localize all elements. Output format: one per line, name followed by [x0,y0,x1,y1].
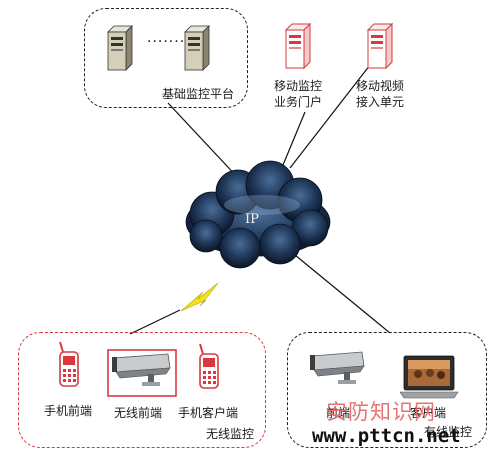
wired-client-label: 客户端 [410,406,447,420]
link-mobile-service [282,111,306,166]
wireless-front-label: 无线前端 [114,406,163,420]
platform-group-box [84,8,248,108]
phone-client-label: 手机客户端 [178,406,239,420]
wired-group-box [287,332,487,448]
link-wireless-group [129,309,181,335]
link-wired-group [294,254,391,334]
platform-dots: ······· [147,34,186,50]
server-icon [284,22,312,70]
mobile-service-label-line1: 移动监控 [274,79,323,93]
mobile-phone-icon [199,343,219,389]
laptop-icon [399,355,459,399]
mobile-video-label-line2: 接入单元 [356,95,405,109]
cctv-camera-icon [310,351,365,384]
watermark-url: www.pttcn.net [312,425,461,447]
link-mobile-video [289,64,371,169]
wireless-group-box [18,332,266,448]
cctv-camera-icon [112,353,171,386]
platform-label: 基础监控平台 [162,87,235,101]
link-platform [167,102,241,181]
wireless-group-title: 无线监控 [206,427,255,441]
mobile-service-label-line2: 业务门户 [274,95,323,109]
server-icon [184,25,210,71]
phone-front-label: 手机前端 [44,404,93,418]
mobile-video-label-line1: 移动视频 [356,79,405,93]
wireless-front-frame [107,349,177,397]
server-icon [366,22,394,70]
server-icon [107,25,133,71]
watermark-brand: 安防知识网 [326,400,436,424]
wireless-bolt-icon [180,282,219,312]
wired-front-label: 前端 [326,406,351,420]
mobile-phone-icon [59,341,79,387]
ip-label: IP [245,212,259,227]
wired-group-title: 有线监控 [424,425,473,439]
